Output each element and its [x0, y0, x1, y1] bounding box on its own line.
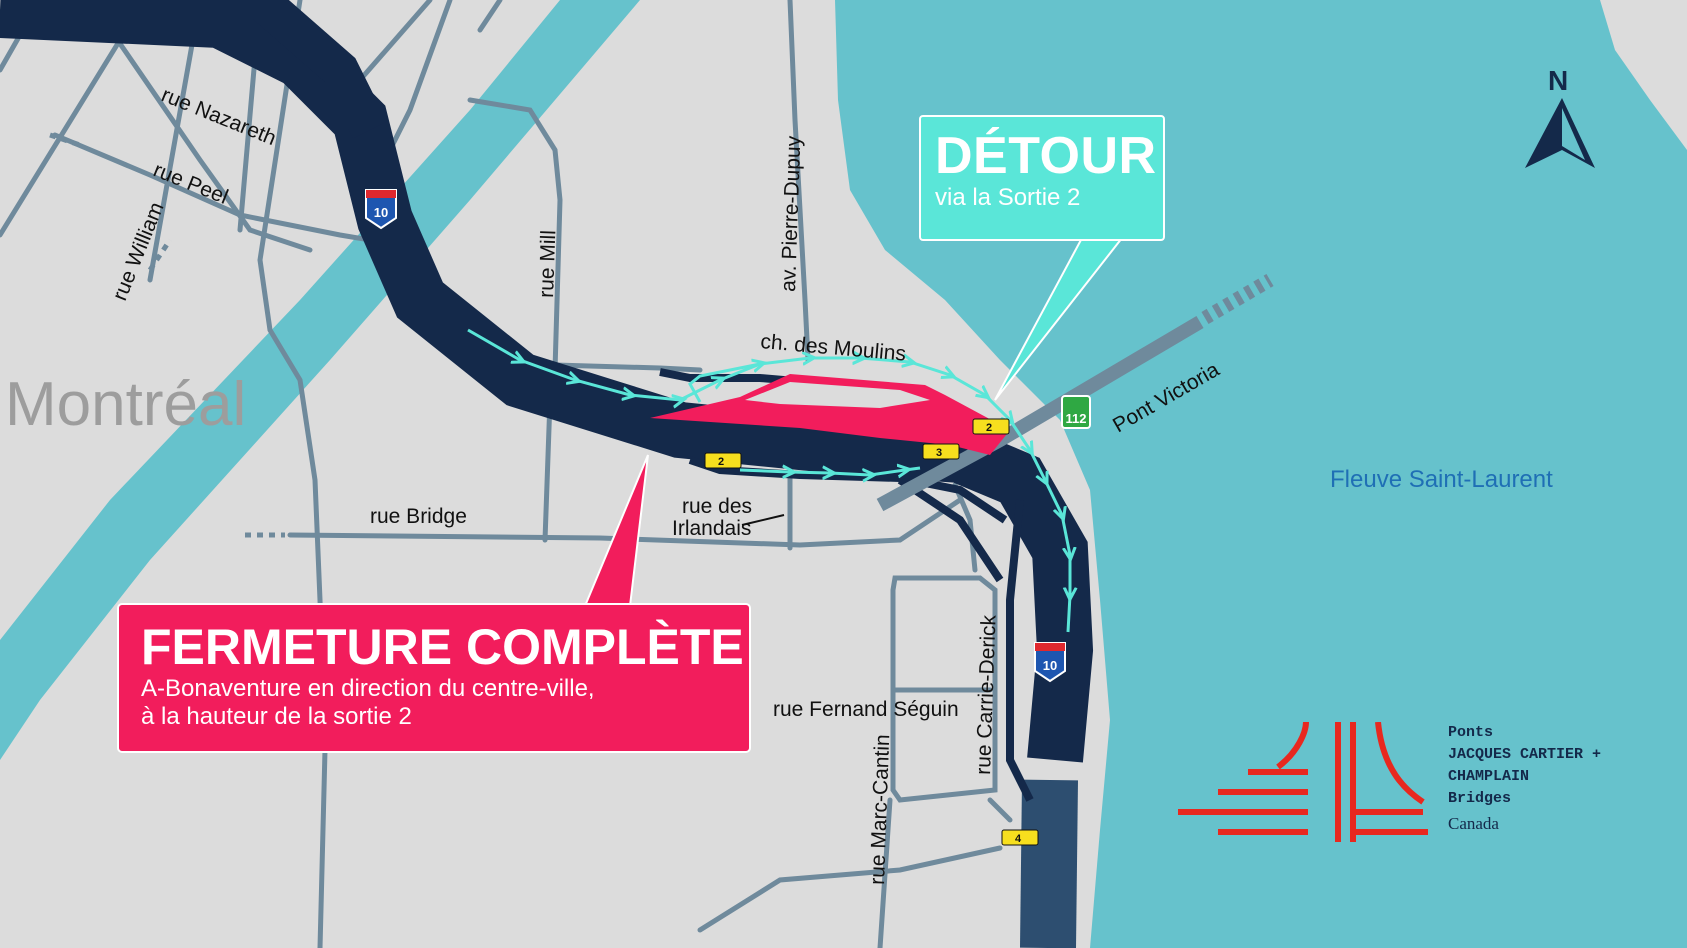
- route-112-shield-number: 112: [1066, 411, 1087, 426]
- highway-10-shield-icon: 10: [365, 189, 397, 230]
- island-top-right: [1600, 0, 1687, 150]
- closure-callout-line-1: A-Bonaventure en direction du centre-vil…: [141, 675, 595, 702]
- north-label: N: [1548, 65, 1568, 96]
- closure-callout-line-2: à la hauteur de la sortie 2: [141, 703, 412, 730]
- canada-wordmark: Canada: [1448, 814, 1499, 833]
- logo-text: Ponts JACQUES CARTIER + CHAMPLAIN Bridge…: [1448, 722, 1601, 810]
- detour-ramp-loop: [688, 362, 761, 403]
- irlandais-leader-line: [741, 514, 785, 526]
- detour-route: [467, 328, 1070, 633]
- street-irlandais-label-1: rue des: [682, 495, 752, 518]
- highway-10-shield-lower-number: 10: [1043, 658, 1057, 673]
- river-label: Fleuve Saint-Laurent: [1330, 466, 1553, 493]
- street-carrie-derick-label: rue Carrie-Derick: [972, 614, 1001, 775]
- logo-line-2: JACQUES CARTIER +: [1448, 746, 1602, 763]
- highway-10-shield-lower-icon: 10: [1034, 642, 1066, 683]
- exit-2a-label: 2: [718, 456, 724, 468]
- detour-callout-subtitle: via la Sortie 2: [935, 184, 1081, 211]
- street-marc-cantin-label: rue Marc-Cantin: [866, 734, 894, 885]
- exit-tag-2b: 2: [972, 418, 1010, 435]
- detour-lower-loop: [739, 468, 921, 475]
- street-bridge-label: rue Bridge: [370, 505, 467, 528]
- closure-callout-title: FERMETURE COMPLÈTE: [141, 619, 744, 675]
- logo-line-3: CHAMPLAIN: [1448, 768, 1530, 785]
- street-fernand-seguin-label: rue Fernand Séguin: [773, 698, 959, 721]
- exit-tag-4: 4: [1001, 829, 1039, 846]
- street-mill-label: rue Mill: [535, 230, 560, 298]
- exit-4-label: 4: [1015, 833, 1022, 845]
- route-112-shield-icon: 112: [1061, 395, 1091, 429]
- ponts-jacques-cartier-champlain-logo: Ponts JACQUES CARTIER + CHAMPLAIN Bridge…: [1178, 721, 1618, 842]
- exit-2b-label: 2: [986, 422, 992, 434]
- exit-tag-3: 3: [922, 443, 960, 460]
- detour-callout-title: DÉTOUR: [935, 127, 1157, 185]
- city-label: Montréal: [5, 370, 246, 439]
- bridges-logo-icon: [1178, 721, 1428, 842]
- street-irlandais-label-2: Irlandais: [672, 517, 751, 540]
- street-pierre-dupuy-label: av. Pierre-Dupuy: [777, 135, 805, 292]
- north-arrow-icon: N: [1525, 65, 1595, 168]
- highway-10-shield-number: 10: [374, 205, 388, 220]
- logo-line-4: Bridges: [1448, 790, 1512, 807]
- logo-line-1: Ponts: [1448, 724, 1494, 741]
- exit-tag-2a: 2: [704, 452, 742, 469]
- street-dashes: [49, 132, 285, 538]
- exit-3-label: 3: [936, 447, 942, 459]
- closure-callout: FERMETURE COMPLÈTE A-Bonaventure en dire…: [117, 603, 751, 753]
- detour-callout: DÉTOUR via la Sortie 2: [919, 115, 1165, 241]
